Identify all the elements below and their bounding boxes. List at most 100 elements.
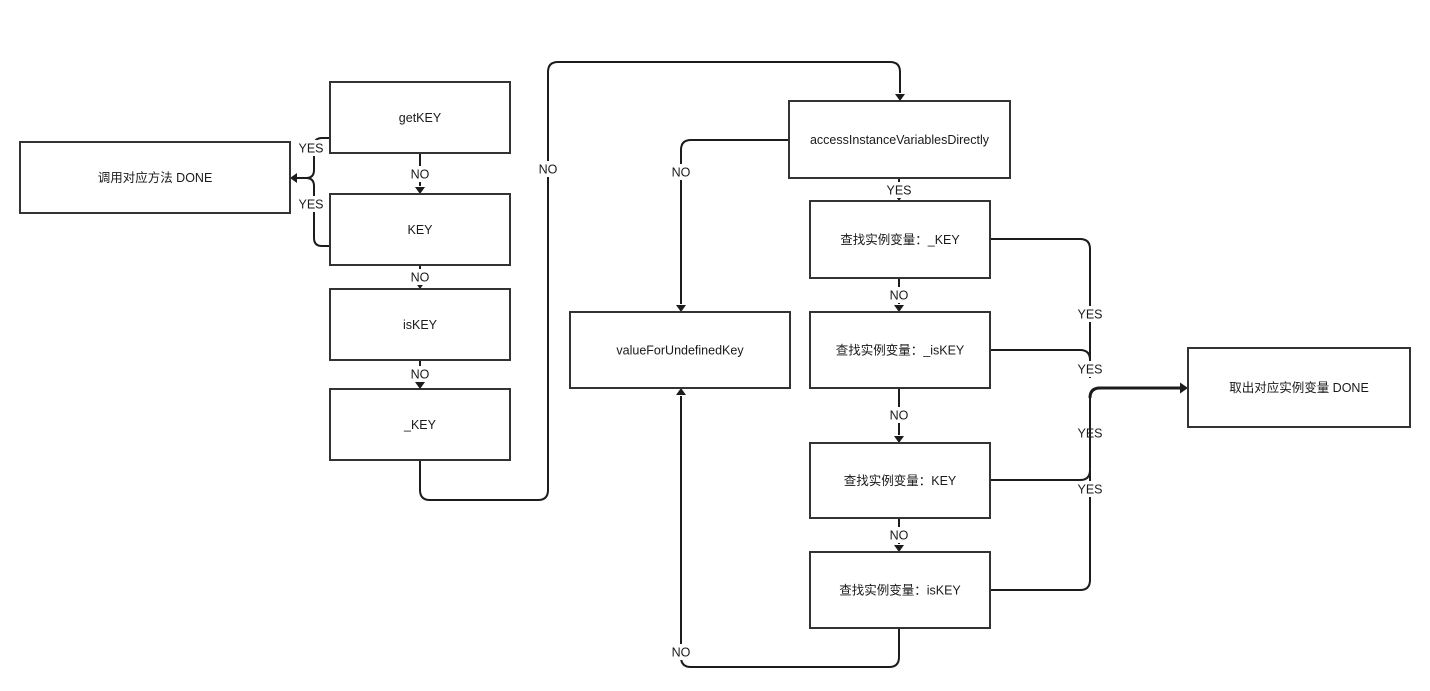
node-label: accessInstanceVariablesDirectly: [810, 133, 990, 147]
edge-arrowhead: [1180, 382, 1188, 394]
edge-label: YES: [886, 183, 911, 197]
edge-arrowhead: [676, 388, 686, 395]
edge-label: NO: [890, 288, 909, 302]
node-box[interactable]: [809, 551, 991, 629]
node-access-ivars[interactable]: accessInstanceVariablesDirectly: [788, 100, 1011, 179]
edge-label-backdrop: [297, 196, 325, 212]
edge-label: NO: [539, 162, 558, 176]
edge-label-backdrop: [1076, 361, 1104, 377]
node-label: getKEY: [399, 111, 442, 125]
edge-arrowhead: [415, 187, 425, 194]
edge-line: [680, 139, 789, 304]
edge-findivar-_key-yes: YES: [990, 238, 1104, 378]
node-label: KEY: [407, 223, 433, 237]
node-box[interactable]: [329, 193, 511, 266]
node-find-ivar-_key[interactable]: 查找实例变量：_KEY: [809, 200, 991, 279]
node-label: 查找实例变量：_isKEY: [836, 342, 965, 357]
edge-key-no-iskey: NO: [409, 265, 431, 289]
node-label: 查找实例变量：_KEY: [840, 232, 960, 247]
node-label: 查找实例变量：isKEY: [839, 582, 961, 597]
node-iskey[interactable]: isKEY: [329, 288, 511, 361]
edge-arrowhead: [895, 94, 905, 101]
edge-underscorekey-no-access: NO: [419, 61, 905, 501]
edge-arrowhead: [894, 436, 904, 443]
node-box[interactable]: [329, 288, 511, 361]
node-find-ivar-key[interactable]: 查找实例变量：KEY: [809, 442, 991, 519]
edge-label: NO: [411, 270, 430, 284]
node-key[interactable]: KEY: [329, 193, 511, 266]
edge-line: [990, 398, 1091, 481]
edge-findivar-key-no: NO: [888, 518, 910, 552]
node-call-method-done[interactable]: 调用对应方法 DONE: [19, 141, 291, 214]
edge-arrowhead: [290, 173, 297, 183]
edge-label-backdrop: [888, 407, 910, 423]
node-box[interactable]: [809, 311, 991, 389]
edge-label-backdrop: [297, 140, 325, 156]
edge-label: NO: [411, 167, 430, 181]
edge-label: NO: [672, 645, 691, 659]
edge-getkey-no-key: NO: [409, 153, 431, 194]
edge-line: [419, 61, 901, 501]
edge-line: [990, 238, 1091, 378]
node-box[interactable]: [19, 141, 291, 214]
node-label: valueForUndefinedKey: [616, 343, 744, 357]
edge-line: [1088, 386, 1180, 399]
edge-access-no-valueforundefined: NO: [670, 139, 789, 312]
node-box[interactable]: [788, 100, 1011, 179]
edge-label-backdrop: [1076, 306, 1104, 322]
edge-label-backdrop: [537, 161, 559, 177]
edge-findivar-iskey-no-loop: NO: [670, 388, 900, 668]
edge-label: YES: [298, 141, 323, 155]
node-label: 取出对应实例变量 DONE: [1229, 380, 1369, 395]
edge-access-yes-findivar-_key: YES: [885, 178, 913, 201]
node-box[interactable]: [569, 311, 791, 389]
edge-line: [990, 349, 1091, 378]
edge-label: YES: [298, 197, 323, 211]
node-fetch-ivar-done[interactable]: 取出对应实例变量 DONE: [1187, 347, 1411, 428]
edge-label: NO: [890, 408, 909, 422]
edge-findivar-iskey-yes: YES: [990, 398, 1104, 591]
edge-label-backdrop: [888, 287, 910, 303]
edge-line: [680, 396, 900, 668]
edge-line: [990, 398, 1091, 591]
node-box[interactable]: [809, 442, 991, 519]
edge-yes-merge-to-done: [1088, 382, 1188, 399]
edge-label-backdrop: [670, 644, 692, 660]
node-label: isKEY: [403, 318, 438, 332]
nodes-layer: 调用对应方法 DONE getKEY KEY isKEY _KEY accessInsta…: [19, 81, 1411, 629]
node-find-ivar-iskey[interactable]: 查找实例变量：isKEY: [809, 551, 991, 629]
edge-label: NO: [411, 367, 430, 381]
edge-label: YES: [1077, 362, 1102, 376]
node-box[interactable]: [329, 388, 511, 461]
edge-arrowhead: [894, 305, 904, 312]
edge-iskey-no-underscorekey: NO: [409, 360, 431, 389]
node-label: _KEY: [403, 418, 437, 432]
edge-arrowhead: [894, 545, 904, 552]
edge-findivar-key-yes: YES: [990, 398, 1104, 481]
node-underscore-key[interactable]: _KEY: [329, 388, 511, 461]
edge-label-backdrop: [885, 182, 913, 198]
edge-label-backdrop: [888, 527, 910, 543]
node-getkey[interactable]: getKEY: [329, 81, 511, 154]
edge-findivar-_key-no: NO: [888, 278, 910, 312]
edge-label-backdrop: [409, 366, 431, 382]
node-box[interactable]: [809, 200, 991, 279]
edge-arrowhead: [415, 382, 425, 389]
node-label: 查找实例变量：KEY: [844, 473, 957, 488]
edge-findivar-_iskey-yes: YES: [990, 349, 1104, 378]
edge-label: NO: [672, 165, 691, 179]
edge-label: YES: [1077, 307, 1102, 321]
node-box[interactable]: [329, 81, 511, 154]
edge-label: NO: [890, 528, 909, 542]
edge-label: YES: [1077, 482, 1102, 496]
edge-label-backdrop: [670, 164, 692, 180]
edge-arrowhead: [676, 305, 686, 312]
node-value-for-undefined-key[interactable]: valueForUndefinedKey: [569, 311, 791, 389]
edge-label-backdrop: [1076, 481, 1104, 497]
edge-key-yes-done: YES: [297, 177, 330, 247]
node-box[interactable]: [1187, 347, 1411, 428]
edge-findivar-_iskey-no: NO: [888, 388, 910, 443]
node-find-ivar-_iskey[interactable]: 查找实例变量：_isKEY: [809, 311, 991, 389]
edge-label-backdrop: [409, 269, 431, 285]
